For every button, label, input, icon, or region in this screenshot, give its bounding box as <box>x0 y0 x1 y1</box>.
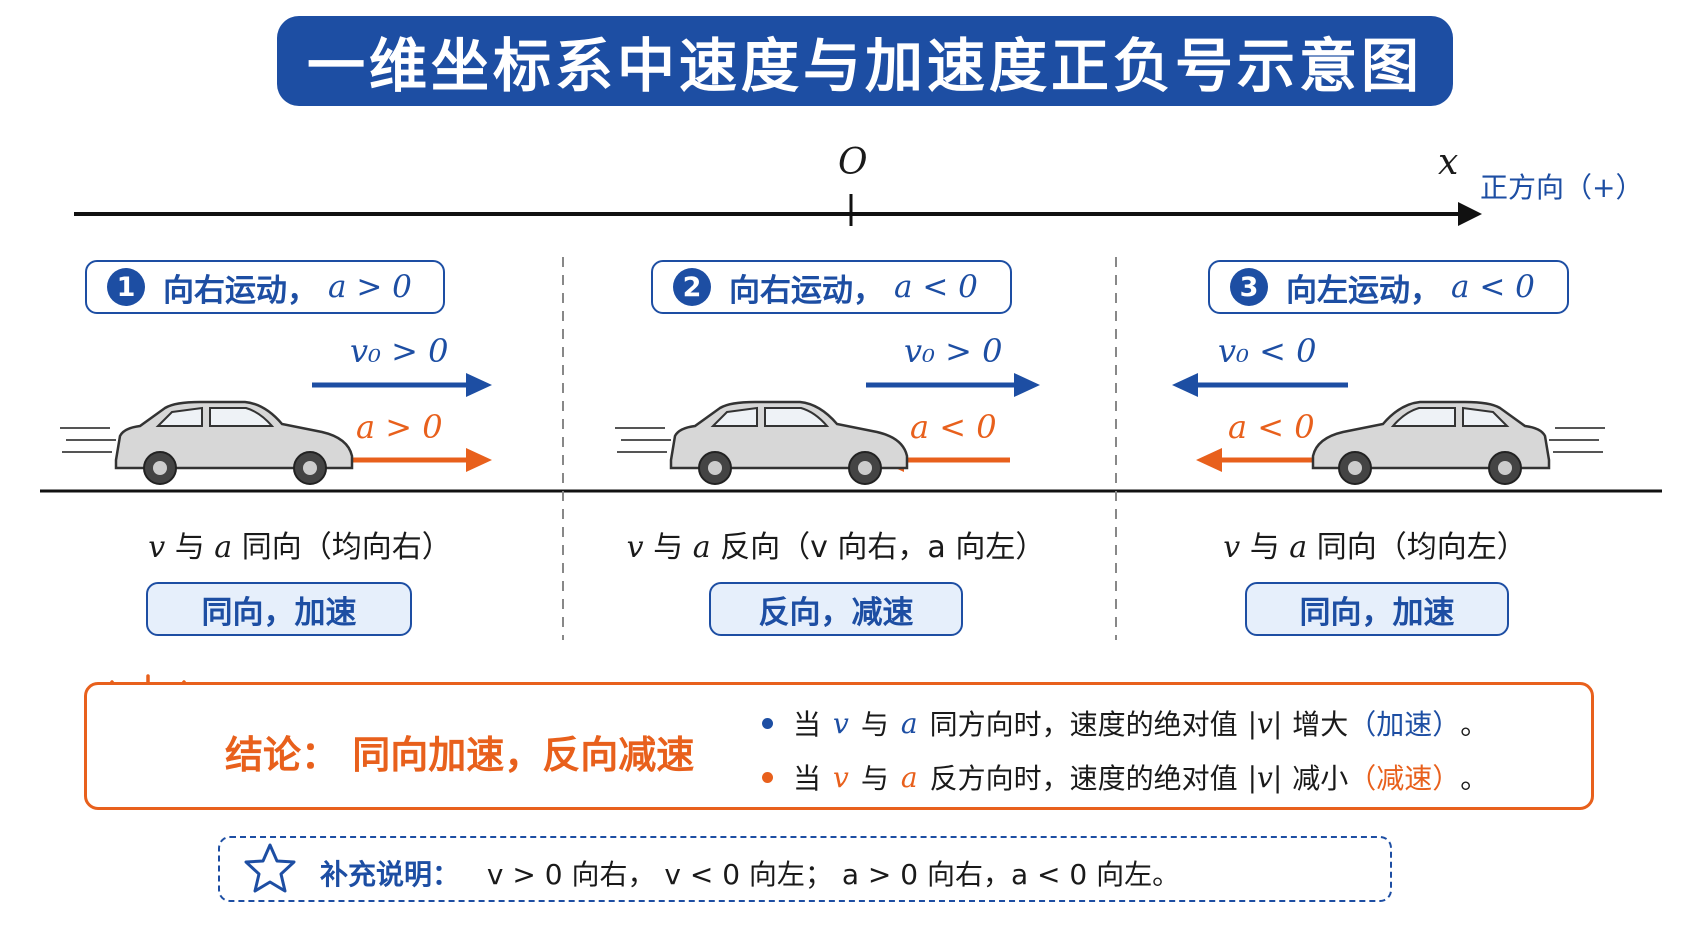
case-3-relation: v 与 a 同向（均向左） <box>1223 530 1527 565</box>
case-2-result: 反向，减速 <box>709 582 963 636</box>
origin-label: O <box>838 142 868 183</box>
conclusion-bullet-2: 当 v 与 a 反方向时，速度的绝对值 |v| 减小 （减速） 。 <box>762 757 1488 797</box>
x-axis-label: x <box>1438 142 1459 183</box>
arrow-left-icon <box>1172 373 1348 397</box>
x-axis-arrowhead <box>1458 202 1482 226</box>
supplement-box <box>218 836 1392 902</box>
supplement-text: v > 0 向右， v < 0 向左； a > 0 向右，a < 0 向左。 <box>486 858 1181 891</box>
case-condition: a < 0 <box>1451 269 1535 305</box>
case-3-result: 同向，加速 <box>1245 582 1509 636</box>
car-icon <box>1311 400 1605 485</box>
positive-direction-label: 正方向（+） <box>1480 171 1644 204</box>
case-condition: a < 0 <box>894 269 978 305</box>
case-heading-text: 向左运动， <box>1286 272 1441 309</box>
case-heading-text: 向右运动， <box>729 272 884 309</box>
case-2-v0-label: v₀ > 0 <box>904 332 1003 370</box>
conclusion-bullet-1: 当 v 与 a 同方向时，速度的绝对值 |v| 增大 （加速） 。 <box>762 703 1488 743</box>
arrow-right-icon <box>312 373 492 397</box>
case-number-badge: 3 <box>1230 268 1268 306</box>
conclusion-title: 结论： 同向加速，反向减速 <box>225 733 695 777</box>
case-1-result: 同向，加速 <box>146 582 412 636</box>
page-title: 一维坐标系中速度与加速度正负号示意图 <box>277 16 1453 106</box>
bullet-dot <box>762 717 773 729</box>
star-icon <box>244 843 296 893</box>
supplement-label: 补充说明： <box>320 858 461 891</box>
conclusion-box <box>84 682 1594 810</box>
case-condition: a > 0 <box>328 269 412 305</box>
case-2-a-label: a < 0 <box>910 408 997 446</box>
case-2-heading: 2 向右运动， a < 0 <box>651 260 1012 314</box>
case-3-v0-label: v₀ < 0 <box>1218 332 1317 370</box>
case-heading-text: 向右运动， <box>163 272 318 309</box>
case-1-a-label: a > 0 <box>356 408 443 446</box>
car-icon <box>615 400 909 485</box>
arrow-right-icon <box>866 373 1040 397</box>
case-3-heading: 3 向左运动， a < 0 <box>1208 260 1569 314</box>
car-icon <box>60 400 354 485</box>
bullet-dot <box>762 771 773 783</box>
case-1-heading: 1 向右运动， a > 0 <box>85 260 445 314</box>
case-2-relation: v 与 a 反向（v 向右，a 向左） <box>626 530 1046 565</box>
case-3-a-label: a < 0 <box>1228 408 1315 446</box>
case-1-relation: v 与 a 同向（均向右） <box>148 530 452 565</box>
case-number-badge: 2 <box>673 268 711 306</box>
case-number-badge: 1 <box>107 268 145 306</box>
supplement-line: 补充说明： v > 0 向右， v < 0 向左； a > 0 向右，a < 0… <box>320 853 1180 893</box>
case-1-v0-label: v₀ > 0 <box>350 332 449 370</box>
